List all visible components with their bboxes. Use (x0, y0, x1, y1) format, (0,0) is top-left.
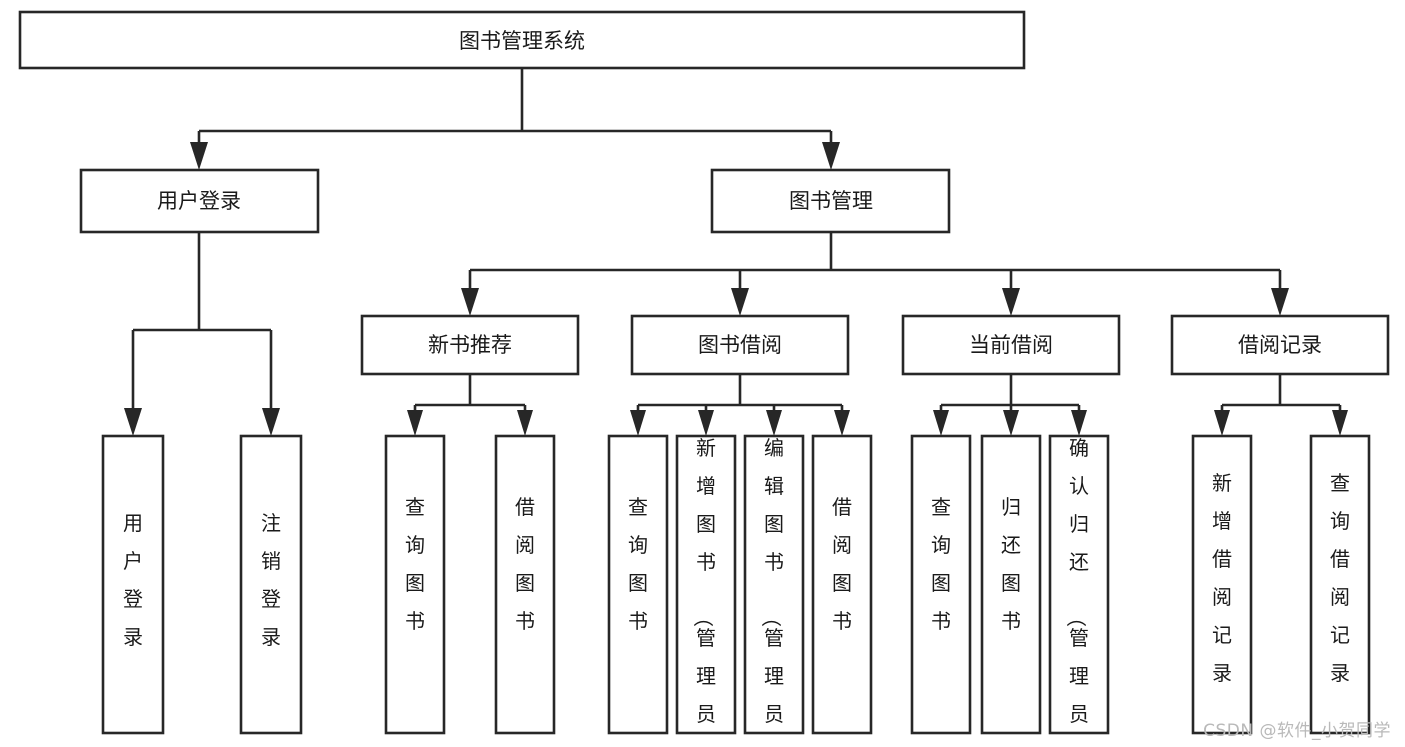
leaf-borrow-edit-book[interactable]: 编辑图书（管理员） (743, 434, 805, 747)
leaf-box[interactable] (910, 434, 972, 735)
leaf-box[interactable] (494, 434, 556, 735)
leaf-box[interactable] (675, 434, 737, 735)
leaf-box[interactable] (1048, 434, 1110, 735)
node-user-login[interactable]: 用户登录 (79, 168, 320, 234)
leaf-box[interactable] (1191, 434, 1253, 735)
leaf-box[interactable] (239, 434, 303, 735)
node-new-book-recommend[interactable]: 新书推荐 (360, 314, 580, 376)
leaf-box[interactable] (384, 434, 446, 735)
arrowheads-layer (124, 142, 1348, 436)
arrowhead-icon (933, 410, 949, 436)
leaf-label: 确认归还（管理员） (1064, 436, 1089, 747)
node-new-book-recommend-box[interactable] (360, 314, 580, 376)
leaf-label: 查询图书 (931, 495, 951, 633)
arrowhead-icon (1002, 288, 1020, 316)
node-current-borrow[interactable]: 当前借阅 (901, 314, 1121, 376)
node-book-management[interactable]: 图书管理 (710, 168, 951, 234)
arrowhead-icon (630, 410, 646, 436)
arrowhead-icon (1332, 410, 1348, 436)
arrowhead-icon (190, 142, 208, 170)
arrowhead-icon (461, 288, 479, 316)
leaf-label: 查询借阅记录 (1330, 471, 1350, 685)
leaf-label: 借阅图书 (832, 495, 852, 633)
leaf-newbook-query[interactable]: 查询图书 (384, 434, 446, 735)
arrowhead-icon (517, 410, 533, 436)
leaves-layer: 用户登录 注销登录 查询图书 借阅图书 查询图书 新增图书 (101, 434, 1371, 747)
node-user-login-box[interactable] (79, 168, 320, 234)
leaf-box[interactable] (743, 434, 805, 735)
arrowhead-icon (262, 408, 280, 436)
leaf-label: 用户登录 (123, 511, 143, 649)
leaf-borrow-borrow-book[interactable]: 借阅图书 (811, 434, 873, 735)
node-new-book-recommend-label: 新书推荐 (428, 333, 512, 357)
node-borrow-records[interactable]: 借阅记录 (1170, 314, 1390, 376)
node-root[interactable]: 图书管理系统 (18, 10, 1026, 70)
leaf-label: 借阅图书 (515, 495, 535, 633)
leaf-label: 注销登录 (261, 511, 281, 649)
node-current-borrow-box[interactable] (901, 314, 1121, 376)
node-root-label: 图书管理系统 (459, 29, 585, 53)
arrowhead-icon (766, 410, 782, 436)
leaf-user-login-login[interactable]: 用户登录 (101, 434, 165, 735)
leaf-label: 归还图书 (1001, 495, 1021, 633)
leaf-user-login-logout[interactable]: 注销登录 (239, 434, 303, 735)
node-book-borrow[interactable]: 图书借阅 (630, 314, 850, 376)
leaf-current-return[interactable]: 归还图书 (980, 434, 1042, 735)
arrowhead-icon (1003, 410, 1019, 436)
arrowhead-icon (822, 142, 840, 170)
node-book-management-label: 图书管理 (789, 189, 873, 213)
leaf-newbook-borrow[interactable]: 借阅图书 (494, 434, 556, 735)
node-borrow-records-label: 借阅记录 (1238, 333, 1322, 357)
leaf-current-query[interactable]: 查询图书 (910, 434, 972, 735)
leaf-records-query[interactable]: 查询借阅记录 (1309, 434, 1371, 735)
node-user-login-label: 用户登录 (157, 189, 241, 213)
leaf-records-add[interactable]: 新增借阅记录 (1191, 434, 1253, 735)
leaf-box[interactable] (811, 434, 873, 735)
arrowhead-icon (698, 410, 714, 436)
leaf-box[interactable] (101, 434, 165, 735)
leaf-current-confirm-return[interactable]: 确认归还（管理员） (1048, 434, 1110, 747)
arrowhead-icon (834, 410, 850, 436)
leaf-borrow-query[interactable]: 查询图书 (607, 434, 669, 735)
arrowhead-icon (1271, 288, 1289, 316)
leaf-box[interactable] (980, 434, 1042, 735)
leaf-label: 查询图书 (628, 495, 648, 633)
leaf-label: 编辑图书（管理员） (759, 436, 784, 747)
leaf-label: 查询图书 (405, 495, 425, 633)
leaf-label: 新增借阅记录 (1212, 471, 1232, 685)
leaf-borrow-add-book[interactable]: 新增图书（管理员） (675, 434, 737, 747)
leaf-label: 新增图书（管理员） (691, 436, 716, 747)
node-borrow-records-box[interactable] (1170, 314, 1390, 376)
arrowhead-icon (407, 410, 423, 436)
node-current-borrow-label: 当前借阅 (969, 333, 1053, 357)
node-book-management-box[interactable] (710, 168, 951, 234)
leaf-box[interactable] (1309, 434, 1371, 735)
node-book-borrow-label: 图书借阅 (698, 333, 782, 357)
node-book-borrow-box[interactable] (630, 314, 850, 376)
arrowhead-icon (1071, 410, 1087, 436)
arrowhead-icon (124, 408, 142, 436)
node-root-box[interactable] (18, 10, 1026, 70)
leaf-box[interactable] (607, 434, 669, 735)
arrowhead-icon (731, 288, 749, 316)
arrowhead-icon (1214, 410, 1230, 436)
